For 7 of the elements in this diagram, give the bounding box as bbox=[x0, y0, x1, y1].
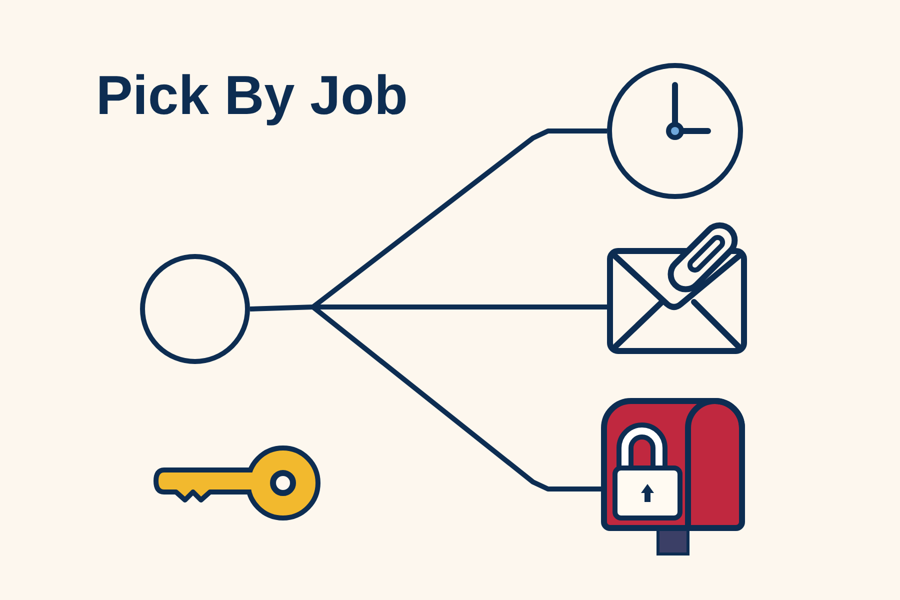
connector-line bbox=[311, 128, 607, 309]
title: Pick By Job bbox=[96, 65, 408, 126]
mailbox-with-padlock-icon bbox=[601, 398, 745, 556]
circle-node bbox=[140, 254, 250, 364]
envelope-with-paperclip-icon bbox=[607, 220, 747, 354]
connector-line bbox=[250, 304, 314, 312]
clock-icon bbox=[607, 63, 743, 199]
